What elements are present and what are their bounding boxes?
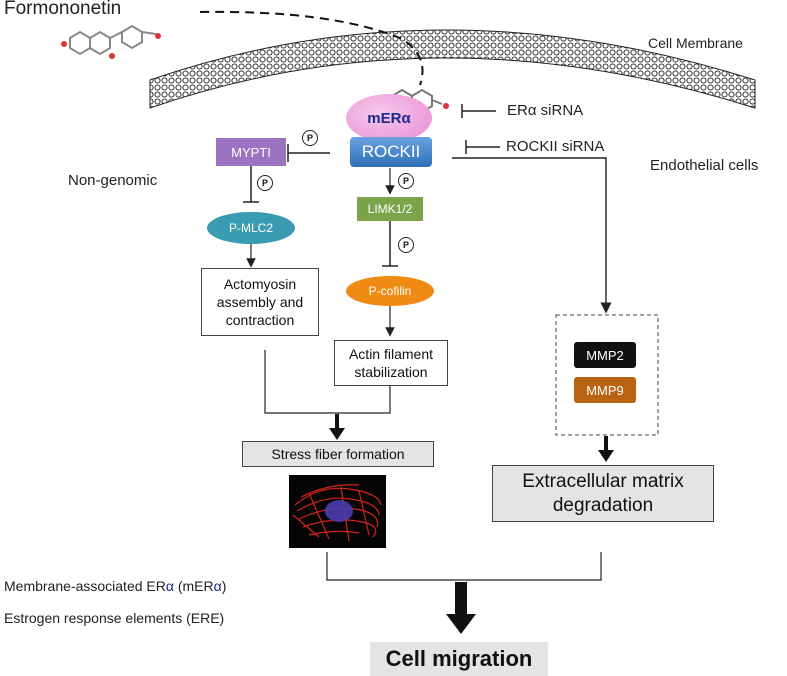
mera-receptor: mERα [346,94,432,142]
rockii-sirna-label: ROCKII siRNA [506,138,605,155]
era-sirna-label: ERα siRNA [507,102,584,119]
stress-fiber-micrograph [289,475,386,548]
formononetin-label: Formononetin [4,0,122,19]
actomyosin-box: Actomyosin assembly and contraction [201,268,319,336]
pmlc2-node: P-MLC2 [207,212,295,244]
ecm-box: Extracellular matrix degradation [492,465,714,522]
cell-membrane [149,29,756,109]
mmp9-node: MMP9 [574,377,636,403]
phospho-icon: P [398,173,414,189]
legend-alpha: α [165,578,174,594]
stress-fiber-box: Stress fiber formation [242,441,434,467]
fiber-image [292,484,382,542]
endothelial-cells-label: Endothelial cells [650,157,759,174]
actomyosin-text: Actomyosin assembly and contraction [216,276,304,328]
actin-box: Actin filament stabilization [334,340,448,386]
mypti-node: MYPTI [216,138,286,166]
non-genomic-label: Non-genomic [68,172,158,189]
cell-membrane-label: Cell Membrane [648,35,743,51]
ecm-text: Extracellular matrix degradation [522,470,684,516]
cell-migration-box: Cell migration [370,642,548,676]
legend-mera: Membrane-associated ERα (mERα) [4,578,226,594]
limk-node: LIMK1/2 [357,197,423,221]
legend-alpha: α [213,578,222,594]
legend-mera-text: Membrane-associated ER [4,578,166,594]
legend-mera-abbr: (mER [173,578,214,594]
legend-ere: Estrogen response elements (ERE) [4,610,225,626]
legend-paren: ) [221,578,227,594]
formononetin-molecule-icon [61,24,161,59]
phospho-icon: P [398,237,414,253]
stress-fiber-text: Stress fiber formation [271,446,405,462]
phospho-icon: P [257,175,273,191]
pcofilin-node: P-cofilin [346,276,434,306]
phospho-icon: P [302,130,318,146]
mmp-container [555,314,659,436]
mmp2-node: MMP2 [574,342,636,368]
rockii-node: ROCKII [350,137,432,167]
actin-text: Actin filament stabilization [348,346,434,380]
